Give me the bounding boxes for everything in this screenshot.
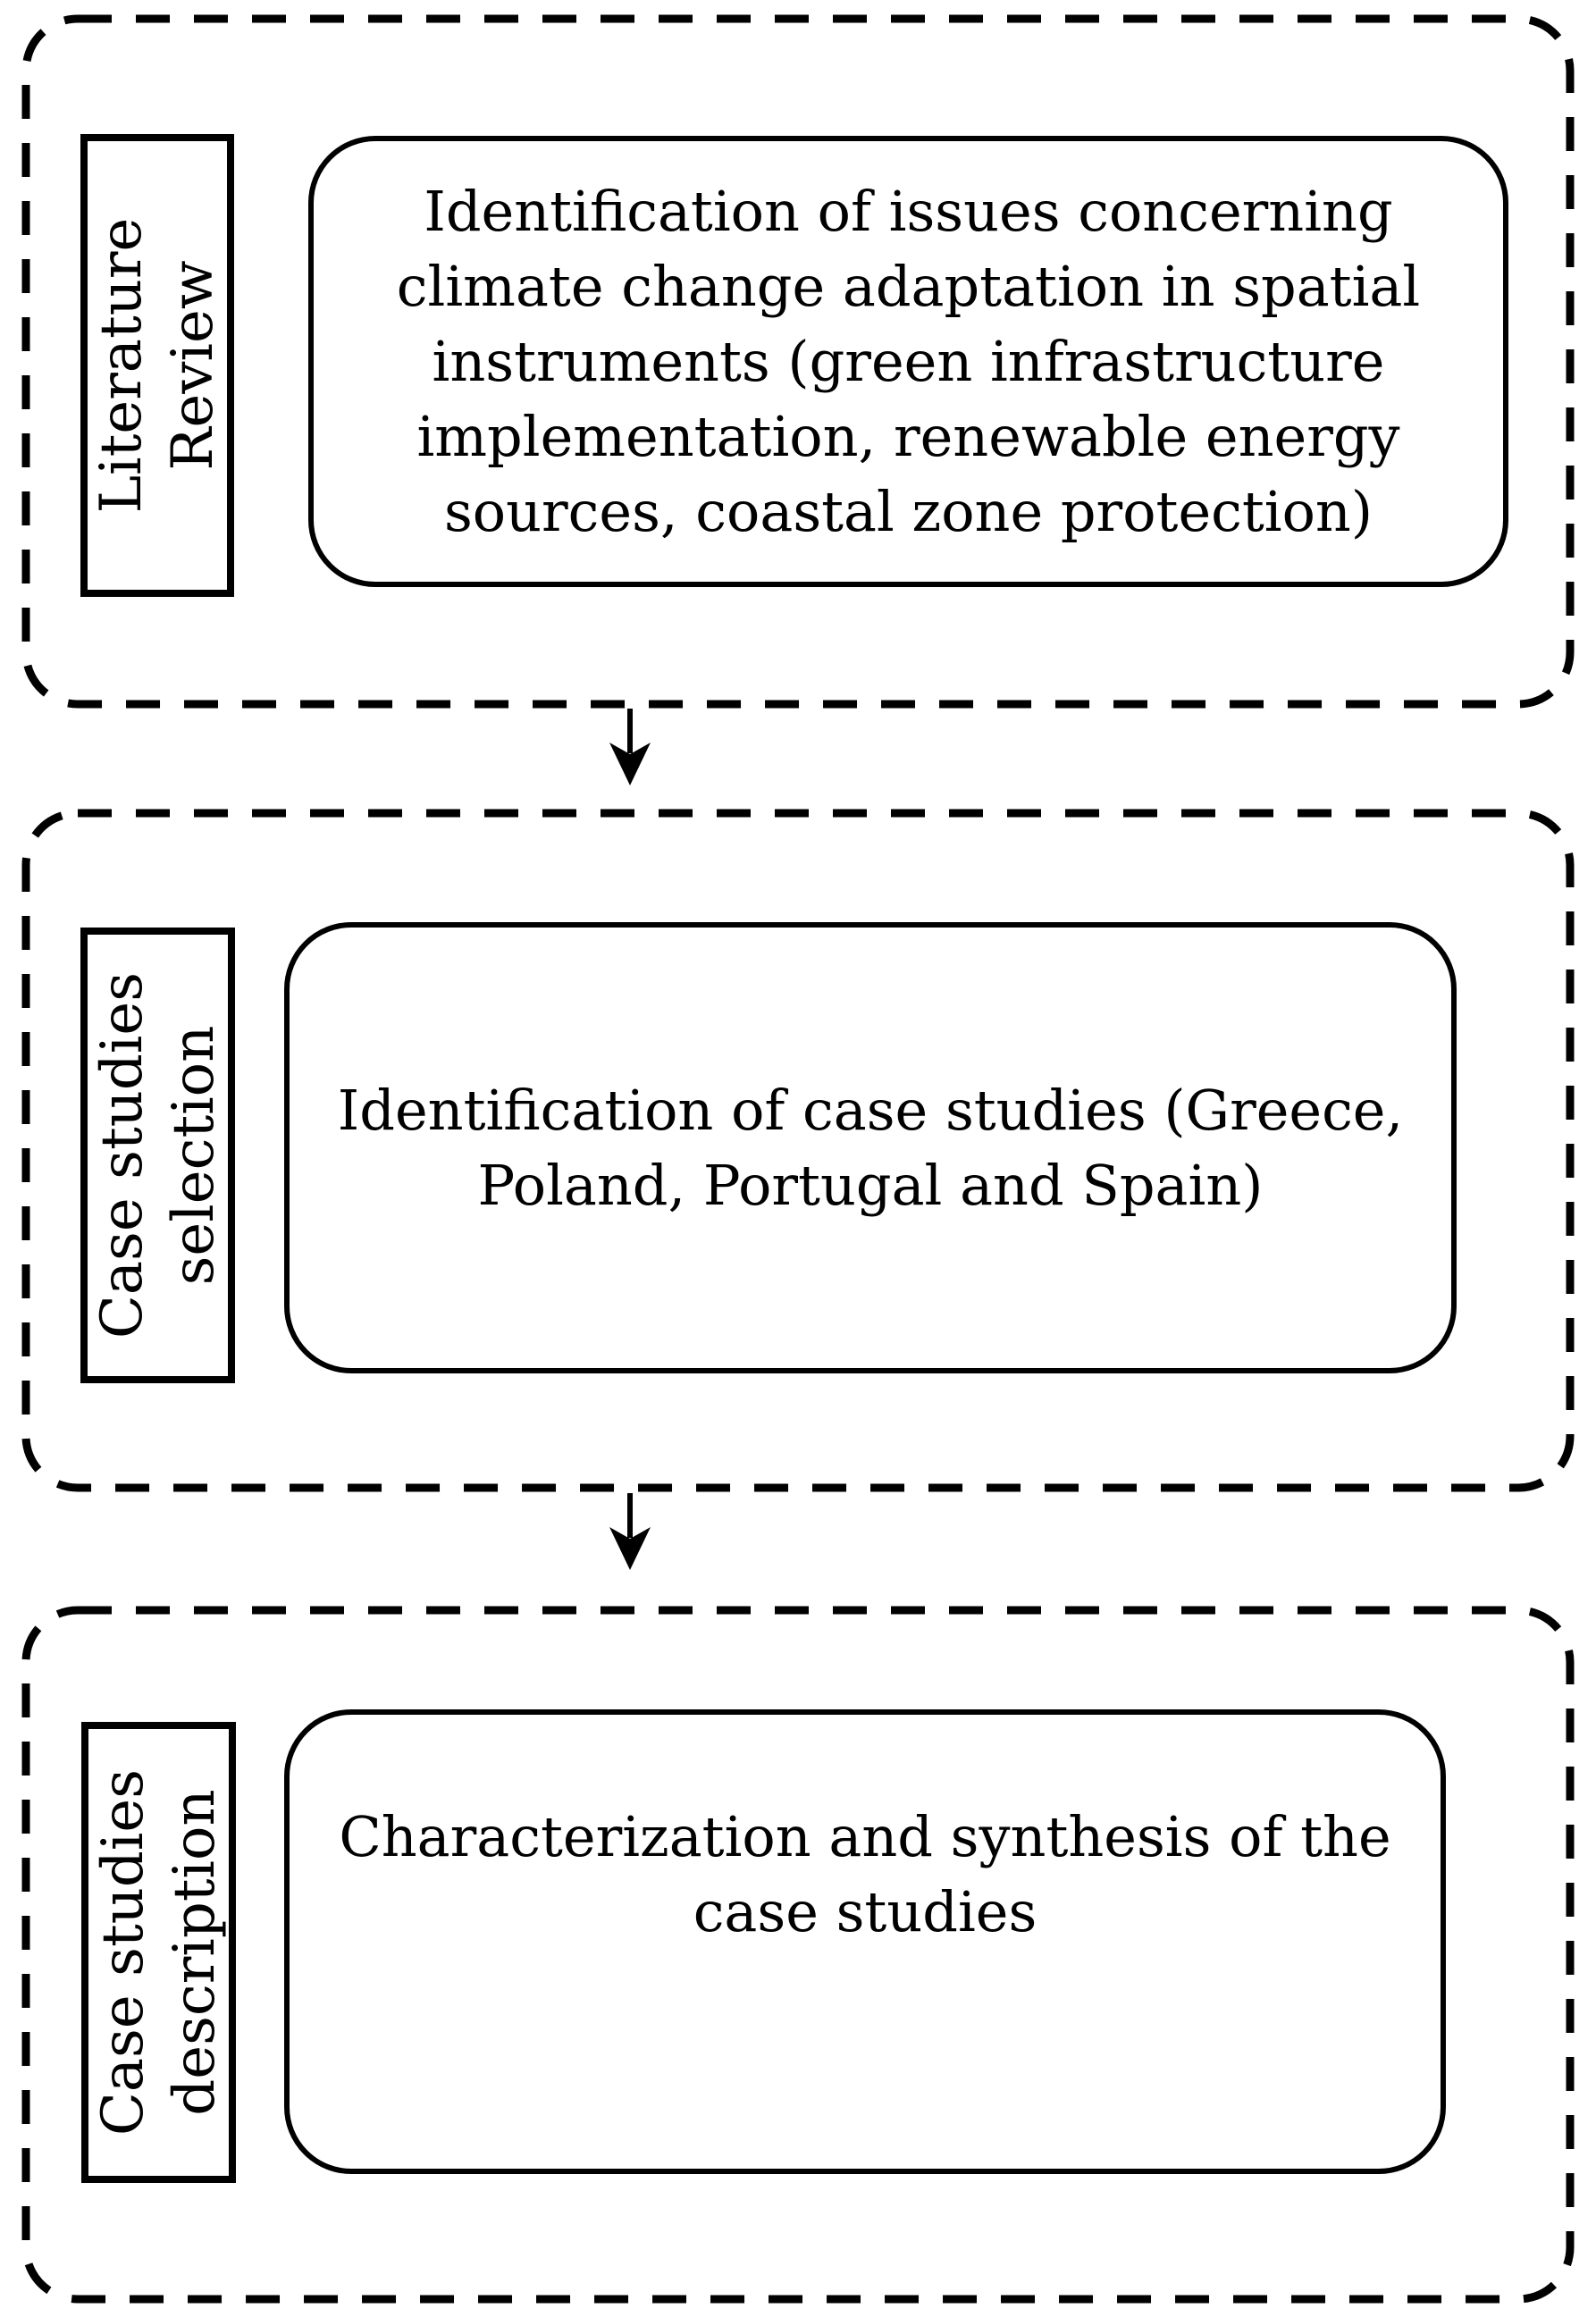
dashed-stage-border [21, 1606, 1575, 2304]
stage-case-studies-selection: Case studies selection Identification of… [21, 809, 1575, 1492]
stage-label-text: Case studies description [88, 1769, 231, 2136]
arrow-down-icon [589, 709, 671, 787]
dashed-stage-border [21, 809, 1575, 1492]
process-box-line: Identification of issues concerning [424, 178, 1393, 244]
process-box-line: case studies [693, 1879, 1037, 1944]
process-box-characterization-synthesis: Characterization and synthesis of the ca… [284, 1709, 1446, 2174]
stage-label-text: Literature Review [86, 218, 229, 514]
process-box-case-study-identification: Identification of case studies (Greece, … [284, 922, 1457, 1373]
stage-label-line: Case studies [89, 1768, 156, 2137]
process-box-issue-identification: Identification of issues concerning clim… [308, 136, 1508, 587]
dashed-stage-border [21, 14, 1575, 709]
stage-label-line: description [161, 1789, 228, 2116]
process-box-line: Characterization and synthesis of the [339, 1804, 1391, 1869]
stage-case-studies-description: Case studies description Characterizatio… [21, 1606, 1575, 2304]
process-box-line: climate change adaptation in spatial [396, 253, 1421, 319]
process-box-line: sources, coastal zone protection) [443, 478, 1373, 544]
stage-label-line: Literature [88, 217, 155, 514]
process-box-line: Identification of case studies (Greece, [337, 1077, 1404, 1143]
stage-label-box-literature-review: Literature Review [80, 134, 234, 597]
process-box-line: Poland, Portugal and Spain) [477, 1152, 1264, 1218]
stage-label-box-case-studies-selection: Case studies selection [80, 928, 235, 1383]
stage-label-text: Case studies selection [87, 972, 230, 1339]
stage-literature-review: Literature Review Identification of issu… [21, 14, 1575, 709]
stage-label-line: selection [160, 1025, 227, 1286]
process-box-line: instruments (green infrastructure [432, 328, 1385, 394]
arrow-down-icon [589, 1493, 671, 1572]
process-box-line: implementation, renewable energy [416, 403, 1400, 469]
stage-label-line: Case studies [88, 971, 155, 1339]
stage-label-box-case-studies-description: Case studies description [81, 1722, 236, 2183]
stage-label-line: Review [160, 260, 226, 471]
